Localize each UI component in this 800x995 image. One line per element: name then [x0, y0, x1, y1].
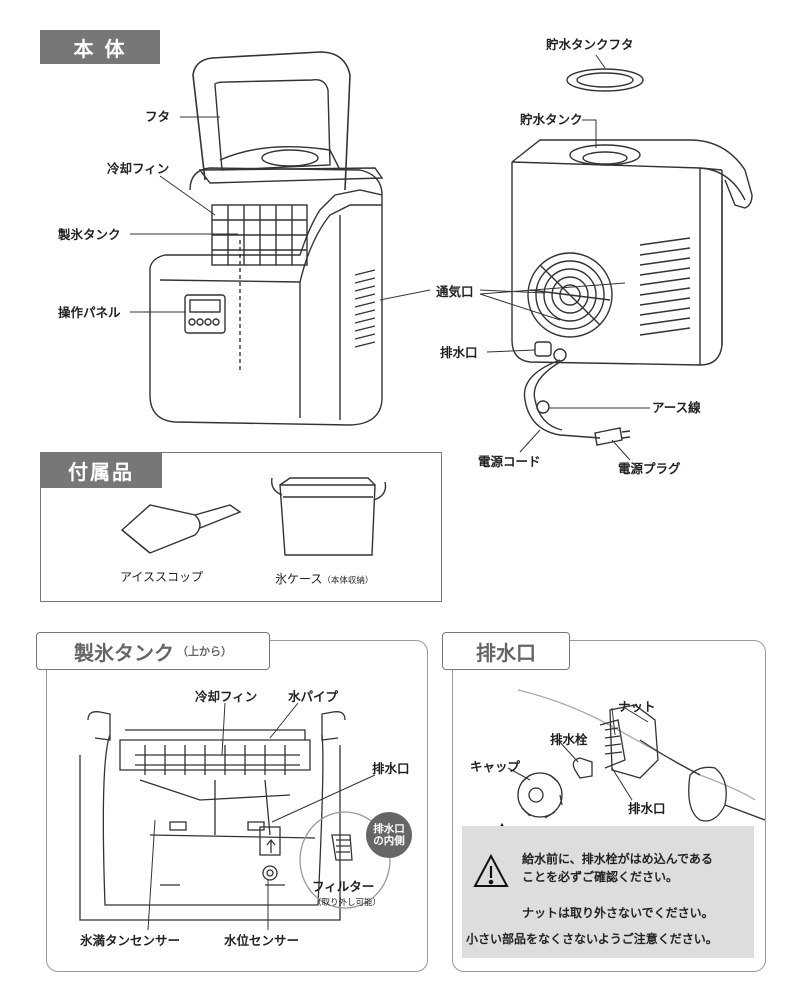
label-water-pipe: 水パイプ — [288, 689, 339, 704]
warning-note — [462, 826, 754, 958]
label-power-cord: 電源コード — [478, 454, 541, 469]
label-earth-wire: アース線 — [652, 400, 701, 415]
label-filter: フィルター — [312, 879, 375, 894]
label-ice-case: 氷ケース（本体収納） — [275, 572, 373, 588]
label-drain-main: 排水口 — [440, 345, 478, 360]
label-ice-full-sensor: 氷満タンセンサー — [80, 933, 181, 948]
label-lid: フタ — [145, 109, 171, 124]
label-scoop: アイススコップ — [120, 570, 204, 584]
label-vent: 通気口 — [436, 284, 474, 299]
label-cap: キャップ — [470, 759, 521, 774]
label-power-plug: 電源プラグ — [618, 461, 681, 476]
label-cooling-fin: 冷却フィン — [107, 161, 170, 176]
ice-maker-front-view — [149, 51, 384, 426]
label-tank-lid: 貯水タンクフタ — [546, 37, 634, 52]
main-unit-header: 本 体 — [40, 30, 160, 64]
label-tank-drain: 排水口 — [372, 761, 410, 776]
ice-case-note: （本体収納） — [322, 576, 374, 586]
warning-line-3: ナットは取り外さないでください。 — [522, 906, 714, 920]
drain-frame — [452, 640, 766, 972]
drain-inner-badge: 排水口の内側 — [366, 812, 412, 858]
ice-case-name: 氷ケース — [275, 572, 323, 586]
accessories-box — [40, 452, 442, 602]
ice-tank-header-sub: （上から） — [177, 645, 232, 658]
warning-line-2: ことを必ずご確認ください。 — [522, 870, 679, 884]
ice-tank-header: 製氷タンク（上から） — [36, 632, 270, 670]
label-drain-section-drain: 排水口 — [628, 801, 666, 816]
label-tank-cooling-fin: 冷却フィン — [195, 689, 258, 704]
label-filter-note: （取り外し可能） — [313, 898, 382, 908]
label-control-panel: 操作パネル — [58, 305, 121, 320]
label-water-tank: 貯水タンク — [520, 112, 583, 127]
label-ice-tank: 製氷タンク — [58, 227, 121, 242]
warning-line-1: 給水前に、排水栓がはめ込んである — [522, 852, 713, 866]
ice-tank-header-title: 製氷タンク — [74, 640, 174, 665]
label-drain-plug: 排水栓 — [550, 732, 588, 747]
ice-maker-back-view — [511, 68, 753, 446]
warning-line-4: 小さい部品をなくさないようご注意ください。 — [466, 932, 718, 946]
drain-header: 排水口 — [442, 632, 570, 670]
label-nut: ナット — [618, 699, 656, 714]
label-water-level-sensor: 水位センサー — [224, 933, 300, 948]
accessories-header: 付属品 — [40, 452, 162, 488]
